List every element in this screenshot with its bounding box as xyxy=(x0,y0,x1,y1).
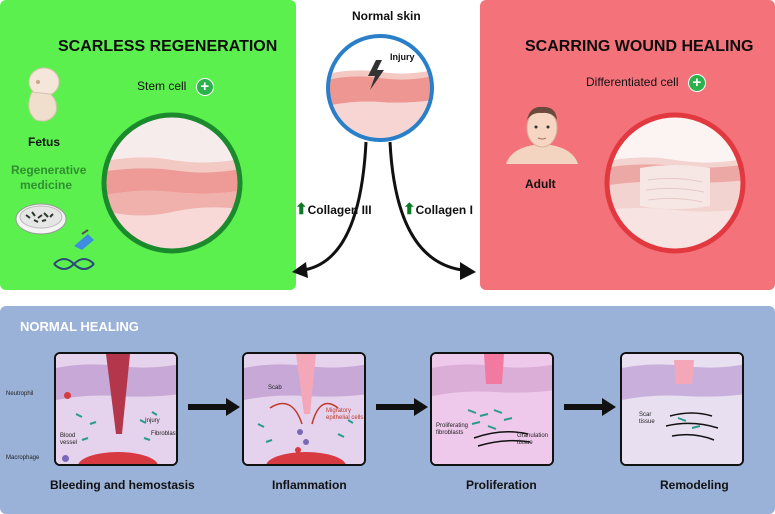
granulation-tissue-annotation: Granulation tissue xyxy=(517,433,549,446)
stage-arrow-icon xyxy=(376,398,428,416)
collagen-iii-label: ⬆Collagen III xyxy=(295,201,372,218)
scarless-skin-circle xyxy=(101,112,243,254)
petri-dish-icon xyxy=(15,203,67,235)
stage-label-remodeling: Remodeling xyxy=(660,478,729,492)
injury-annotation: Injury xyxy=(145,418,160,424)
scar-tissue-annotation: Scar tissue xyxy=(639,412,655,425)
neutrophil-icon xyxy=(64,392,71,399)
scarring-title: SCARRING WOUND HEALING xyxy=(525,38,754,55)
up-arrow-icon: ⬆ xyxy=(295,201,308,218)
stem-cell-label: Stem cell + xyxy=(137,78,214,96)
plus-icon: + xyxy=(687,74,706,92)
center-arrows xyxy=(292,141,476,280)
stage-label-proliferation: Proliferation xyxy=(466,478,537,492)
normal-skin-label: Normal skin xyxy=(352,9,421,23)
dna-icon xyxy=(53,229,95,270)
stage-proliferation xyxy=(430,352,554,466)
stage-arrow-icon xyxy=(188,398,240,416)
adult-label: Adult xyxy=(525,177,556,191)
stage-inflammation xyxy=(242,352,366,466)
injury-label: Injury xyxy=(390,52,415,62)
normal-healing-title: NORMAL HEALING xyxy=(20,319,139,334)
adult-face-icon xyxy=(506,106,578,164)
differentiated-cell-label: Differentiated cell + xyxy=(586,74,706,92)
fetus-label: Fetus xyxy=(28,135,61,149)
stage-label-bleeding: Bleeding and hemostasis xyxy=(50,478,195,492)
up-arrow-icon: ⬆ xyxy=(403,201,416,218)
fibroblast-annotation: Fibroblast xyxy=(151,431,178,437)
lightning-icon xyxy=(368,60,384,90)
scarring-skin-circle xyxy=(604,112,746,254)
regenerative-medicine-label: Regenerative medicine xyxy=(11,163,87,192)
macrophage-label: Macrophage xyxy=(6,455,40,461)
collagen-i-label: ⬆Collagen I xyxy=(403,201,473,218)
stage-remodeling xyxy=(620,352,744,466)
proliferating-fibroblasts-annotation: Proliferating fibroblasts xyxy=(436,423,469,436)
stage-bleeding-hemostasis xyxy=(54,352,178,466)
stage-arrow-icon xyxy=(564,398,616,416)
stage-label-inflammation: Inflammation xyxy=(272,478,347,492)
plus-icon: + xyxy=(195,78,214,96)
scab-annotation: Scab xyxy=(268,385,282,391)
blood-vessel-label: Blood vessel xyxy=(60,433,78,446)
scarless-title: SCARLESS REGENERATION xyxy=(58,38,278,55)
macrophage-icon xyxy=(62,455,69,462)
fetus-icon xyxy=(28,67,60,122)
normal-skin-circle xyxy=(326,34,434,142)
neutrophil-label: Neutrophil xyxy=(6,391,34,397)
migratory-cells-annotation: Migratory epithelial cells xyxy=(326,408,364,421)
